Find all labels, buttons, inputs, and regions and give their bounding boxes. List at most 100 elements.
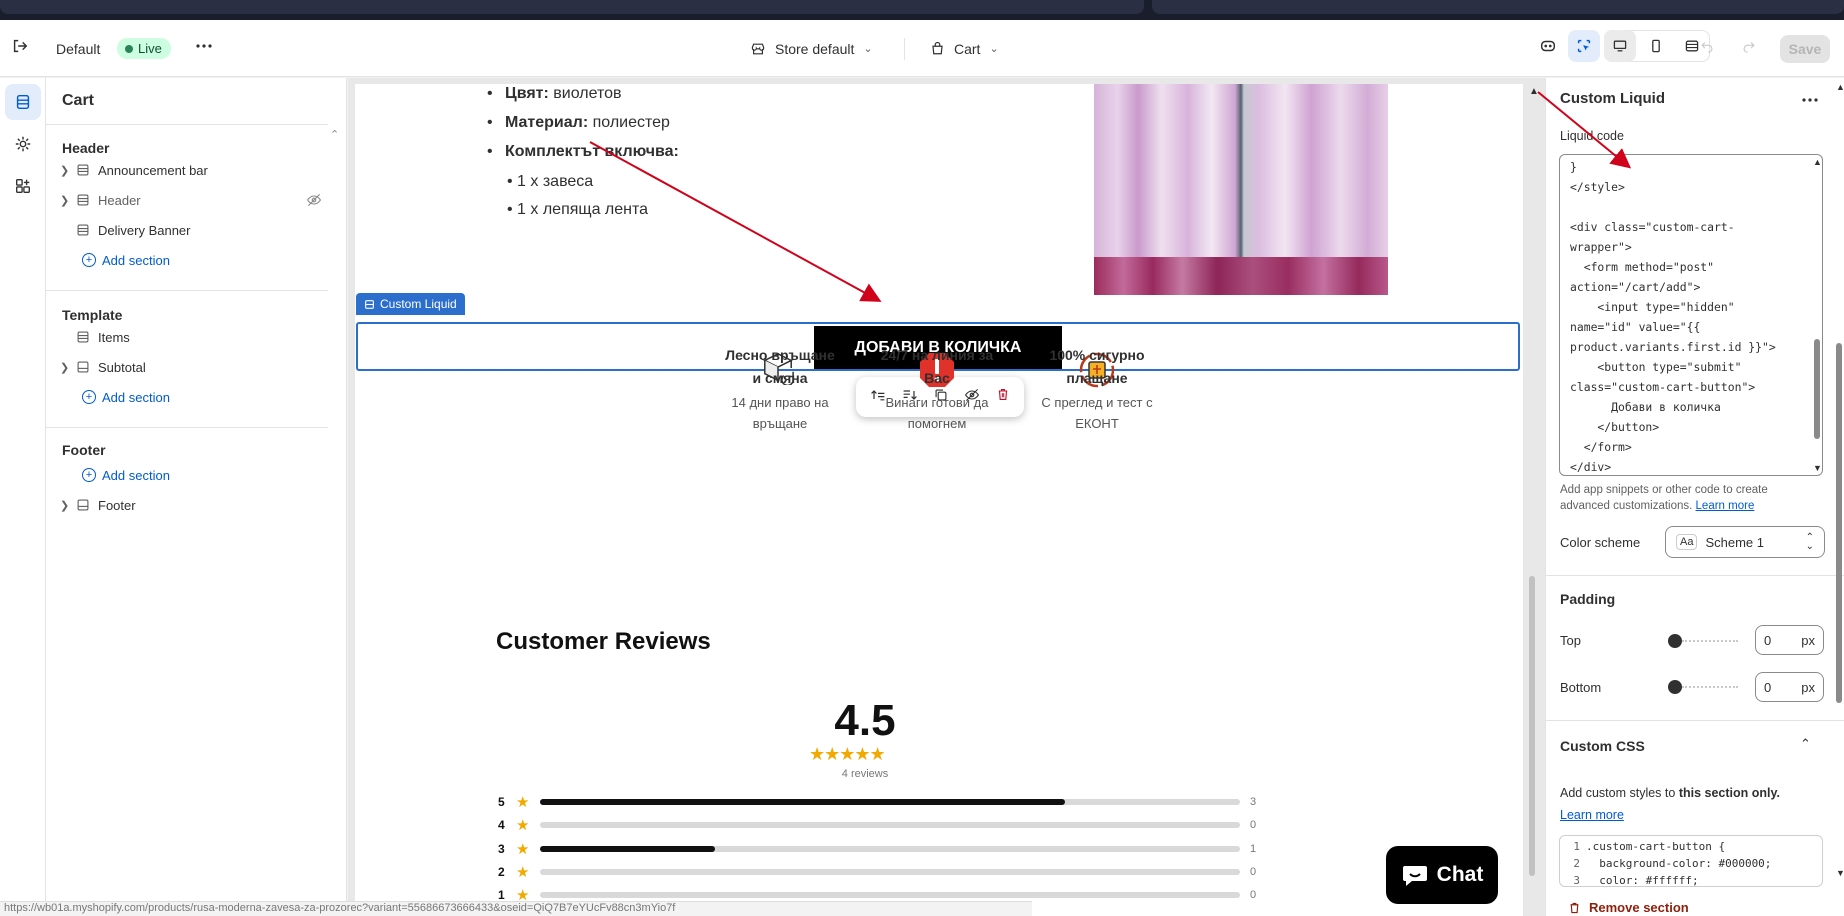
desktop-view-icon[interactable] [1604,30,1636,62]
os-tab-left [0,0,1144,14]
scroll-down-icon[interactable]: ▼ [1836,868,1844,878]
scroll-down-icon[interactable]: ▼ [1813,463,1822,473]
padding-heading: Padding [1560,591,1616,607]
select-cursor-icon[interactable] [1568,30,1600,62]
delete-trash-icon[interactable] [996,387,1010,407]
padding-top-value: 0 [1764,632,1772,648]
custom-css-text[interactable]: .custom-cart-button { background-color: … [1586,840,1772,887]
spec-label: Цвят: [505,85,549,102]
undo-icon[interactable] [1696,30,1718,62]
section-row-items[interactable]: Items [60,323,330,351]
product-curtain-image[interactable] [1094,84,1388,295]
custom-css-editor[interactable]: 1 2 3 .custom-cart-button { background-c… [1559,835,1823,887]
selected-section-tag[interactable]: Custom Liquid [356,293,465,315]
scroll-up-icon[interactable]: ▲ [1529,86,1539,97]
liquid-code-editor[interactable]: } </style> <div class="custom-cart- wrap… [1559,154,1823,476]
section-icon [365,299,374,309]
group-template-label: Template [62,307,123,323]
learn-more-link[interactable]: Learn more [1695,500,1755,512]
rating-row: 4★0 [498,815,1278,835]
padding-top-input[interactable]: 0 px [1755,625,1824,655]
section-row-announcement-bar[interactable]: ❯ Announcement bar [60,156,330,184]
settings-scrollbar[interactable]: ▲ ▼ [1834,78,1844,916]
settings-scrollbar-thumb[interactable] [1836,343,1842,703]
section-row-label: Subtotal [98,359,146,375]
preview-scrollbar[interactable]: ▲ [1527,84,1539,916]
save-button[interactable]: Save [1780,35,1830,63]
more-actions-icon[interactable] [1798,90,1822,110]
remove-section-button[interactable]: Remove section [1568,900,1689,915]
code-scrollbar[interactable]: ▲ ▼ [1813,157,1822,473]
preview-scrollbar-thumb[interactable] [1529,576,1535,876]
padding-bottom-slider[interactable] [1668,680,1738,694]
css-learn-more-link[interactable]: Learn more [1560,808,1624,822]
rating-row: 5★3 [498,792,1278,812]
move-up-icon[interactable] [870,388,886,407]
rating-row-count: 0 [1250,865,1257,878]
section-row-footer[interactable]: ❯ Footer [60,491,330,519]
feature-desc: 14 дни право на връщане [731,395,829,431]
star-icon: ★ [516,863,530,881]
chevron-right-icon[interactable]: ❯ [60,164,70,177]
chevron-right-icon[interactable]: ❯ [60,499,70,512]
move-down-icon[interactable] [902,388,918,407]
section-icon [76,223,98,237]
section-row-delivery-banner[interactable]: Delivery Banner [60,216,330,244]
code-scrollbar-thumb[interactable] [1814,339,1820,439]
add-section-template-button[interactable]: + Add section [60,383,330,411]
rating-bar-fill [540,845,715,852]
rating-row-stars: 4 [498,818,505,833]
section-row-subtotal[interactable]: ❯ Subtotal [60,353,330,381]
chat-button[interactable]: Chat [1386,846,1498,904]
slider-knob[interactable] [1668,680,1682,694]
feature-support: 24/7 на линия за Вас Винаги готови да по… [857,344,1017,434]
liquid-code-text[interactable]: } </style> <div class="custom-cart- wrap… [1570,160,1776,474]
chevron-right-icon[interactable]: ❯ [60,361,70,374]
inspector-icon[interactable] [1532,30,1564,62]
delete-trash-icon [1570,902,1579,913]
css-help-text: Add custom styles to this section only. [1560,786,1780,800]
panel-divider [1546,575,1844,576]
spec-material: Материал: полиестер [487,114,670,132]
slider-knob[interactable] [1668,634,1682,648]
padding-top-label: Top [1560,633,1581,648]
collapse-chevron-icon[interactable]: ⌃ [330,129,340,141]
add-section-header-button[interactable]: + Add section [60,246,330,274]
duplicate-icon[interactable] [934,388,948,407]
sections-icon[interactable] [5,84,41,120]
more-actions-icon[interactable] [188,30,220,62]
editor-topbar: Default Live Store default ⌄ Cart ⌄ [0,20,1844,77]
store-selector[interactable]: Store default ⌄ [750,20,873,77]
spec-label: Комплектът включва: [505,143,679,160]
scroll-up-icon[interactable]: ▲ [1813,157,1822,167]
add-circle-icon: + [82,253,96,267]
css-help-copy: Add custom styles to [1560,786,1679,800]
apps-icon[interactable] [5,168,41,204]
scroll-up-icon[interactable]: ▲ [1836,82,1844,92]
custom-css-heading: Custom CSS [1560,738,1645,754]
section-icon [76,498,98,512]
fullscreen-view-icon[interactable] [1676,30,1708,62]
padding-top-slider[interactable] [1668,634,1738,648]
redo-icon[interactable] [1738,30,1760,62]
hidden-eye-icon[interactable] [306,193,322,210]
add-section-label: Add section [102,389,170,405]
unit-label: px [1801,679,1815,695]
exit-icon[interactable] [4,30,36,62]
store-icon [751,43,765,54]
settings-gear-icon[interactable] [5,126,41,162]
color-scheme-select[interactable]: Aa Scheme 1 ⌃⌄ [1665,526,1825,558]
page-selector[interactable]: Cart ⌄ [930,20,999,77]
chevron-right-icon[interactable]: ❯ [60,194,70,207]
rating-row-stars: 5 [498,795,505,809]
add-section-footer-button[interactable]: + Add section [60,461,330,489]
section-row-header[interactable]: ❯ Header [60,186,330,214]
hide-eye-icon[interactable] [964,388,980,407]
panel-divider [46,290,328,291]
mobile-view-icon[interactable] [1640,30,1672,62]
os-tab-right [1152,0,1844,14]
rating-row-count: 0 [1250,819,1257,832]
unit-label: px [1801,632,1815,648]
collapse-chevron-icon[interactable]: ⌃ [1800,736,1811,751]
